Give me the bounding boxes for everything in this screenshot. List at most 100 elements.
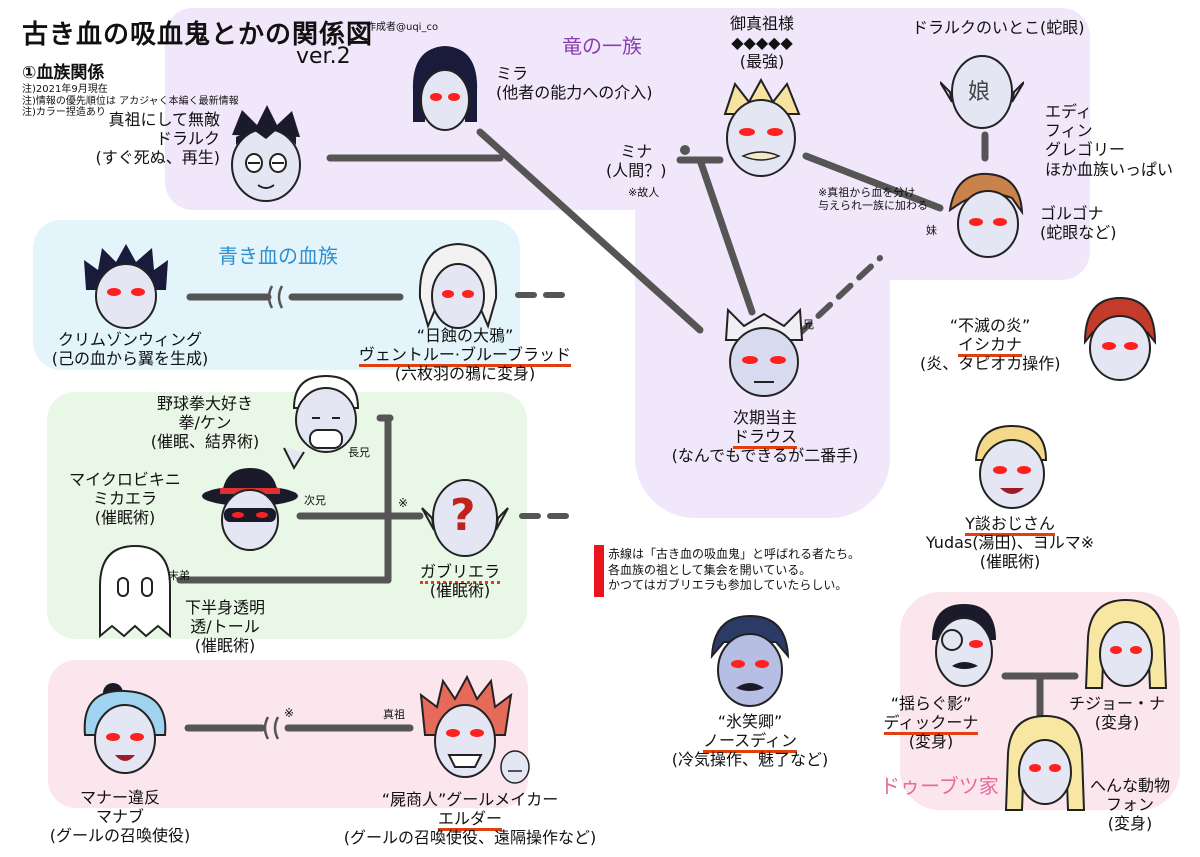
elder-brother-relation: 兄: [803, 318, 814, 331]
label-line: へんな動物: [1089, 776, 1170, 795]
old-blood-name: エルダー: [437, 809, 502, 832]
label-line: ゴルゴナ: [1040, 204, 1104, 223]
chijona-label: チジョー・ナ (変身): [1062, 694, 1172, 732]
cousin-face-text: 娘: [968, 80, 991, 105]
line-drous-gorgona-dashed: [795, 255, 883, 338]
dickena-face: [932, 604, 996, 687]
label-line: (催眠、結界術): [150, 432, 260, 452]
old-blood-name: Y談おじさん: [965, 514, 1055, 536]
break-mark-blue: [267, 285, 284, 309]
label-line: (六枚羽の鴉に変身): [394, 364, 536, 384]
ken-face: [283, 374, 360, 471]
label-line: (催眠術): [94, 508, 156, 528]
mina-label: ミナ (人間？): [606, 142, 667, 180]
crimson-label: クリムゾンウィング (己の血から翼を生成): [40, 330, 220, 368]
gabriela-label: ガブリエラ (催眠術): [400, 562, 520, 600]
ishikana-face: [1083, 296, 1157, 381]
eldest-brother-relation: 長兄: [348, 446, 370, 459]
fon-face: [1004, 714, 1086, 811]
label-line: ミカエラ: [92, 489, 157, 509]
mina-face: [680, 145, 690, 155]
note-line: 各血族の祖として集会を開いている。: [608, 562, 812, 577]
version-label: ver.2: [296, 44, 351, 69]
page-title: 古き血の吸血鬼とかの関係図: [22, 20, 374, 50]
old-blood-name: ディックーナ: [883, 713, 979, 736]
label-line: 野球拳大好き: [156, 394, 253, 413]
eddie-label: エディ フィン グレゴリー ほか血族いっぱい: [1045, 102, 1173, 179]
red-line-note: 赤線は「古き血の吸血鬼」と呼ばれる者たち。 各血族の祖として集会を開いている。 …: [608, 547, 860, 594]
toru-label: 下半身透明 透/トール (催眠術): [160, 598, 290, 656]
unknown-question-mark: ?: [450, 490, 476, 541]
label-line: ドラルク: [155, 129, 220, 149]
old-blood-name: ノースディン: [702, 731, 798, 754]
label-line: (グールの召喚使役、遠隔操作など): [343, 828, 597, 848]
noseddin-label: “氷笑卿” ノースディン (冷気操作、魅了など): [650, 712, 850, 770]
mira-label: ミラ (他者の能力への介入): [496, 64, 653, 102]
cousin-label: ドラルクのいとこ(蛇眼): [912, 18, 1085, 37]
gabriela-face: [421, 479, 509, 557]
note-line: 注)情報の優先順位は アカジャく本編く最新情報: [22, 95, 239, 107]
ishikana-label: “不滅の炎” イシカナ (炎、タピオカ操作): [920, 316, 1061, 374]
draluc-face: [231, 105, 301, 202]
note-line: 注)2021年9月現在: [22, 84, 108, 95]
label-line: マナブ: [95, 807, 144, 827]
label-line: “屍商人”グールメイカー: [381, 790, 559, 809]
note-line: 赤線は「古き血の吸血鬼」と呼ばれる者たち。: [608, 547, 861, 561]
ventleu-face: [418, 242, 498, 329]
label-line: 下半身透明: [184, 598, 265, 617]
youngest-brother-relation: 末弟: [168, 569, 190, 582]
section-title: ①血族関係: [22, 63, 105, 83]
label-line: マナー違反: [79, 788, 160, 807]
draluc-label: 真祖にして無敵 ドラルク (すぐ死ぬ、再生): [80, 110, 221, 168]
label-line: “日蝕の大鴉”: [416, 326, 514, 345]
label-line: ほか血族いっぱい: [1045, 159, 1174, 179]
note-line: 注)カラー捏造あり: [22, 107, 106, 118]
chijona-face: [1084, 598, 1168, 689]
ghoul-face: [500, 750, 530, 784]
old-blood-name: イシカナ: [957, 335, 1022, 358]
label-line: “揺らぐ影”: [890, 694, 972, 713]
mikaela-face: [202, 468, 298, 551]
label-line: (変身): [908, 732, 954, 752]
line-ancestor-gorgona: [802, 152, 944, 212]
label-line: エディ: [1045, 102, 1092, 121]
toru-face: [99, 544, 171, 639]
note-line: かつてはガブリエラも参加していたらしい。: [608, 578, 848, 593]
label-line: 拳/ケン: [178, 413, 232, 433]
ken-label: 野球拳大好き 拳/ケン (催眠、結界術): [140, 394, 270, 452]
drous-label: 次期当主 ドラウス (なんでもできるが二番手): [655, 408, 875, 466]
mira-face: [412, 46, 478, 131]
label-line: 御真祖様: [729, 14, 794, 33]
ancestor-label: 御真祖様 ◆◆◆◆◆ (最強): [712, 14, 812, 72]
yudan-face: [974, 424, 1048, 509]
manabu-face: [83, 683, 167, 774]
label-line: (最強): [739, 52, 785, 72]
label-line: (人間？): [606, 161, 667, 181]
line-parents-drous: [476, 128, 704, 334]
blood-share-note: ※真祖から血を分け 与えられ一族に加わる: [818, 186, 928, 212]
ventleu-label: “日蝕の大鴉” ヴェントルー·ブルーブラッド (六枚羽の鴉に変身): [340, 326, 590, 384]
gorgona-label: ゴルゴナ (蛇眼など): [1040, 204, 1117, 242]
noseddin-face: [710, 614, 790, 707]
label-line: (蛇眼など): [1040, 223, 1117, 243]
dickena-label: “揺らぐ影” ディックーナ (変身): [856, 694, 1006, 752]
line-mina-drous: [696, 156, 756, 316]
label-line: (炎、タピオカ操作): [920, 354, 1061, 374]
gabriela-asterisk: ※: [398, 496, 409, 510]
label-line: (他者の能力への介入): [496, 83, 653, 103]
elder-label: “屍商人”グールメイカー エルダー (グールの召喚使役、遠隔操作など): [320, 790, 620, 848]
label-line: ミラ: [496, 64, 529, 83]
doubutsu-title: ドゥーブツ家: [880, 774, 999, 798]
label-line: 透/トール: [190, 617, 260, 637]
label-line: グレゴリー: [1045, 140, 1126, 160]
label-line: フォン: [1105, 795, 1154, 815]
label-line: “氷笑卿”: [717, 712, 783, 731]
label-line: ※真祖から血を分け: [818, 186, 916, 199]
old-blood-name: ドラウス: [732, 427, 797, 450]
label-line: (冷気操作、魅了など): [671, 750, 829, 770]
break-mark-ghoul: [263, 716, 280, 740]
label-line: マイクロビキニ: [69, 470, 181, 489]
ghoul-asterisk: ※: [284, 706, 295, 720]
label-line: ミナ: [620, 142, 653, 161]
manabu-label: マナー違反 マナブ (グールの召喚使役): [30, 788, 210, 846]
